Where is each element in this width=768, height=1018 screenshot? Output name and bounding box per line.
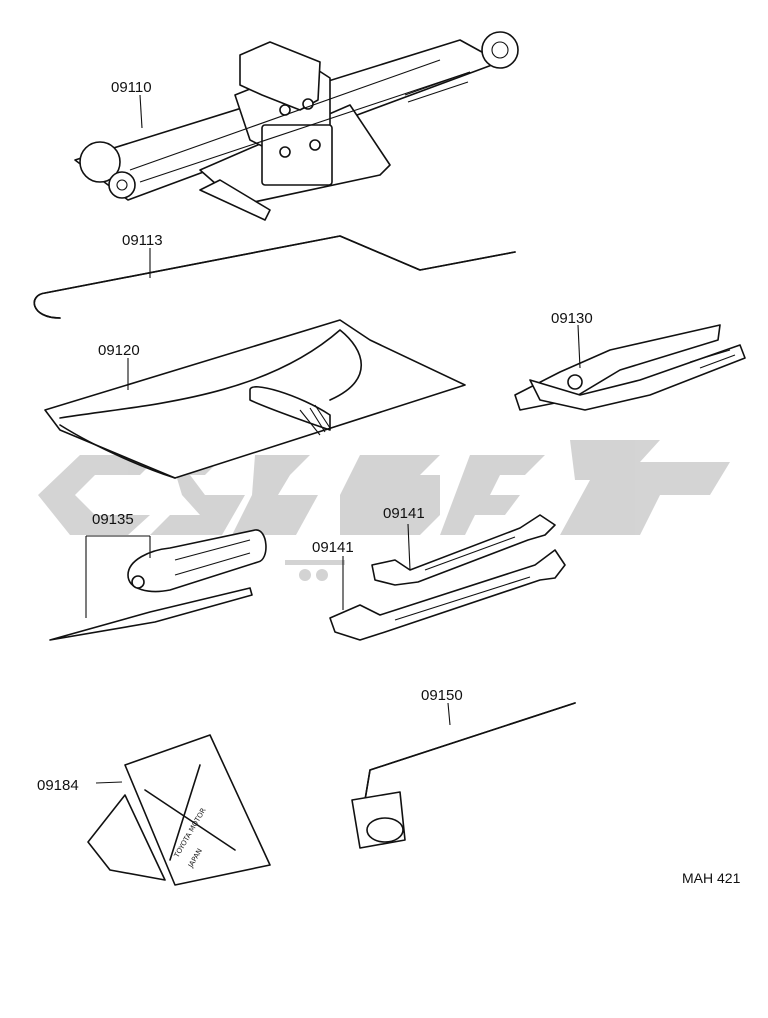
part-label-09150: 09150	[421, 687, 463, 704]
part-label-09141-lower: 09141	[312, 539, 354, 556]
part-label-09113: 09113	[122, 232, 163, 249]
part-label-09120: 09120	[98, 342, 140, 359]
screwdriver-illustration	[49, 529, 267, 641]
wrench-upper-illustration	[371, 514, 556, 586]
wheel-chock-illustration: TOYOTA MOTOR JAPAN	[87, 734, 271, 886]
part-label-09141-upper: 09141	[383, 505, 425, 522]
part-label-09184: 09184	[37, 777, 79, 794]
lug-wrench-illustration	[351, 702, 576, 849]
diagram-ref-code: MAH 421	[682, 870, 741, 886]
jack-handle-illustration	[33, 235, 516, 319]
part-label-09135: 09135	[92, 511, 134, 528]
watermark-logo	[38, 440, 730, 581]
wrench-lower-illustration	[329, 549, 566, 641]
tool-bag-illustration	[44, 319, 466, 479]
pliers-illustration	[514, 324, 746, 411]
leader-lines	[85, 94, 581, 784]
jack-illustration	[74, 31, 519, 221]
part-label-09130: 09130	[551, 310, 593, 327]
part-label-09110: 09110	[111, 79, 152, 96]
